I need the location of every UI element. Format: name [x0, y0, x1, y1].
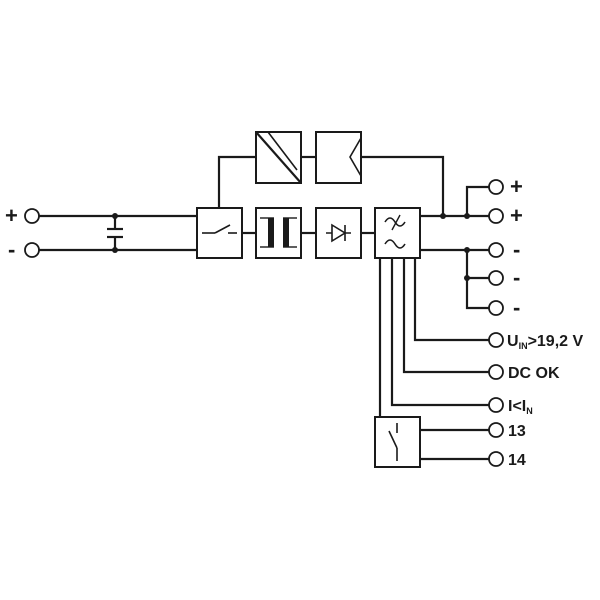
svg-text:-: - — [513, 237, 520, 262]
svg-text:I<IN: I<IN — [508, 398, 533, 416]
relay-contact-block — [374, 416, 421, 468]
svg-text:-: - — [513, 295, 520, 320]
signal-dc-ok-terminal: DC OK — [488, 364, 560, 382]
svg-text:+: + — [510, 203, 523, 228]
dc-dc-converter-block — [255, 131, 302, 184]
pfc-block — [315, 131, 362, 184]
output-wiring — [420, 185, 489, 310]
signal-wiring — [378, 258, 489, 461]
svg-text:14: 14 — [508, 452, 526, 469]
bypass-path — [217, 155, 445, 216]
input-minus-label: - — [8, 237, 15, 262]
output-terminal-2: + — [488, 203, 523, 228]
output-terminal-3: - — [488, 237, 520, 262]
svg-text:13: 13 — [508, 423, 526, 440]
output-terminal-5: - — [488, 295, 520, 320]
switch-block — [196, 207, 243, 259]
filter-block — [374, 207, 421, 259]
svg-text:DC OK: DC OK — [508, 365, 560, 382]
output-terminal-4: - — [488, 265, 520, 290]
svg-text:+: + — [510, 174, 523, 199]
input-terminal-plus: + — [5, 203, 40, 228]
signal-current-terminal: I<IN — [488, 397, 533, 416]
relay-terminal-13: 13 — [488, 422, 526, 440]
input-terminal-minus: - — [8, 237, 40, 262]
output-terminal-1: + — [488, 174, 523, 199]
input-plus-label: + — [5, 203, 18, 228]
svg-text:-: - — [513, 265, 520, 290]
input-wires — [39, 213, 197, 253]
relay-terminal-14: 14 — [488, 451, 526, 469]
svg-text:UIN>19,2 V: UIN>19,2 V — [507, 333, 583, 351]
transformer-block — [255, 207, 302, 259]
signal-uin-terminal: UIN>19,2 V — [488, 332, 583, 351]
rectifier-diode-block — [315, 207, 362, 259]
